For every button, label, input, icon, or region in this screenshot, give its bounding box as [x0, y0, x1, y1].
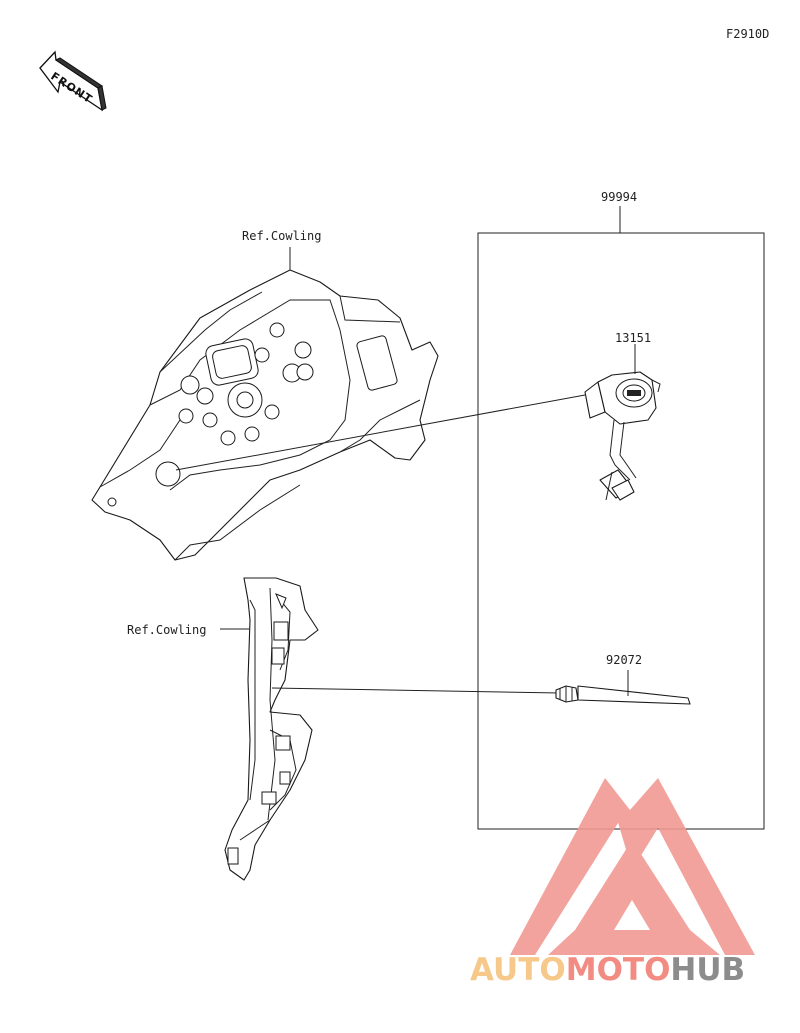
upper-cowling — [91, 269, 439, 561]
band-number: 92072 — [606, 653, 642, 667]
watermark-auto: AUTO — [470, 952, 566, 988]
watermark-hub: HUB — [670, 952, 745, 988]
ref-upper-label: Ref.Cowling — [242, 229, 321, 243]
lower-cowling — [224, 577, 319, 881]
diagram-code: F2910D — [726, 27, 769, 41]
watermark-text: AUTOMOTOHUB — [470, 952, 745, 988]
socket-number: 13151 — [615, 331, 651, 345]
front-arrow-icon: FRONT — [39, 50, 107, 112]
band-location-leader — [271, 687, 561, 694]
cable-band — [555, 685, 691, 705]
socket-location-leader — [175, 394, 586, 471]
kit-number: 99994 — [601, 190, 637, 204]
watermark-moto: MOTO — [566, 952, 671, 988]
ref-lower-label: Ref.Cowling — [127, 623, 206, 637]
watermark-logo — [510, 778, 755, 955]
kit-box — [477, 232, 765, 830]
power-socket — [584, 371, 661, 501]
